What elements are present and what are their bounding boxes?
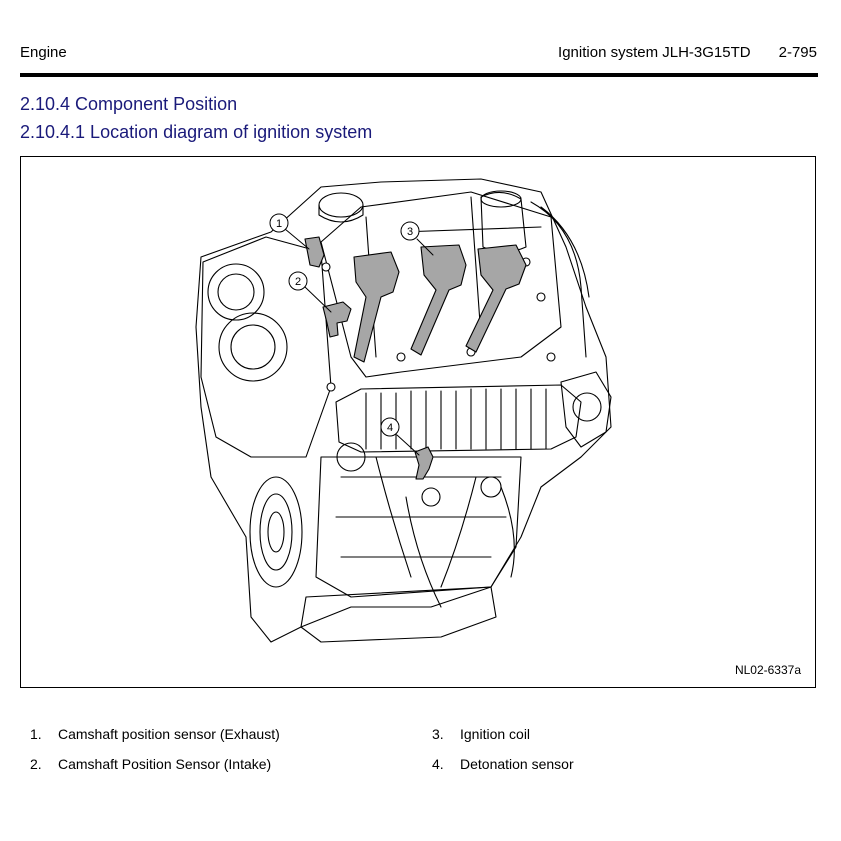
legend-text: Detonation sensor (460, 756, 574, 772)
page-header: Engine Ignition system JLH-3G15TD 2-795 (20, 44, 817, 64)
legend-number: 4. (432, 756, 444, 772)
callout-2 (288, 271, 332, 313)
engine-diagram: 1 2 3 4 NL02-6337a (20, 156, 816, 688)
callout-label-2: 2 (295, 276, 301, 288)
ignition-coil-3 (465, 244, 527, 353)
callout-3 (400, 221, 434, 256)
callout-label-4: 4 (387, 422, 393, 434)
section-title: Engine (20, 44, 67, 61)
callout-4 (380, 417, 420, 456)
camshaft-sensor-exhaust (304, 236, 325, 268)
page-number: 2-795 (778, 44, 817, 61)
legend-number: 1. (30, 726, 42, 742)
legend-number: 3. (432, 726, 444, 742)
timing-cover (200, 236, 332, 458)
throttle-body (560, 371, 612, 448)
oil-pan (300, 586, 497, 643)
legend-text: Camshaft position sensor (Exhaust) (58, 726, 280, 742)
engine-illustration: 1 2 3 4 (195, 178, 612, 643)
section-heading: 2.10.4 Component Position (20, 94, 238, 114)
callout-1 (269, 213, 310, 250)
intake-manifold (335, 384, 582, 453)
engine-outline (195, 178, 612, 643)
front-pulley-upper (207, 263, 265, 321)
chapter-title: Ignition system JLH-3G15TD (558, 44, 751, 61)
front-pulley-lower (218, 312, 288, 382)
legend-text: Camshaft Position Sensor (Intake) (58, 756, 272, 772)
callout-label-3: 3 (407, 226, 413, 238)
figure-code: NL02-6337a (734, 663, 801, 677)
ignition-coil-2 (410, 244, 467, 356)
crank-pulley (249, 476, 303, 588)
oil-filler-cap (318, 192, 364, 218)
valve-cover (320, 191, 562, 378)
legend-number: 2. (30, 756, 42, 772)
intake-pipe (480, 191, 527, 253)
callout-label-1: 1 (276, 218, 282, 230)
header-rule (20, 73, 818, 77)
header-right: Ignition system JLH-3G15TD 2-795 (530, 44, 817, 61)
ignition-coil-1 (353, 251, 400, 363)
legend-text: Ignition coil (460, 726, 531, 742)
knock-sensor (414, 446, 434, 480)
subsection-heading: 2.10.4.1 Location diagram of ignition sy… (20, 122, 373, 142)
